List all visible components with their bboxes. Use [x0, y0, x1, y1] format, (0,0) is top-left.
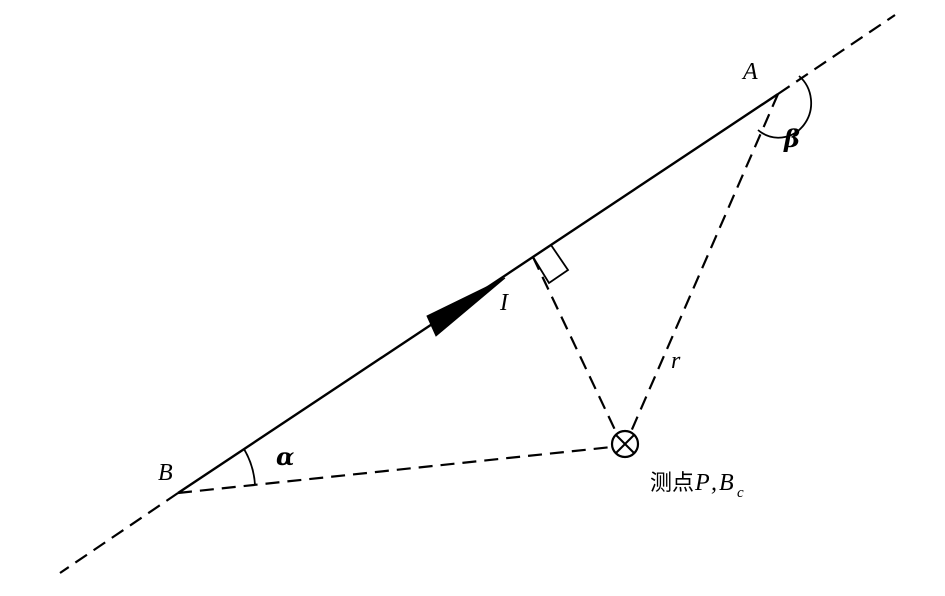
label-point-b: B [158, 460, 173, 486]
caption-field-symbol: B [719, 470, 734, 496]
label-angle-alpha: α [276, 442, 294, 471]
caption-point-p: P [694, 470, 710, 496]
line-extension-lower [59, 492, 179, 574]
label-point-a: A [741, 59, 758, 85]
caption-separator: , [711, 470, 717, 496]
line-extension-upper [777, 14, 896, 95]
measure-point-symbol [610, 429, 640, 459]
caption-field-subscript: c [737, 485, 744, 501]
line-b-to-p [177, 445, 613, 495]
right-angle-marker [531, 243, 570, 285]
current-arrow [426, 277, 506, 337]
label-distance-r: r [671, 348, 681, 374]
perpendicular-line [532, 256, 617, 433]
measure-point-caption: 测点 P , B c [650, 470, 744, 501]
angle-alpha-arc [243, 448, 256, 486]
caption-prefix: 测点 [650, 471, 694, 496]
angle-beta-arc [757, 75, 812, 139]
line-a-to-p [628, 93, 780, 435]
label-angle-beta: β [783, 124, 800, 153]
label-current: I [499, 290, 509, 316]
